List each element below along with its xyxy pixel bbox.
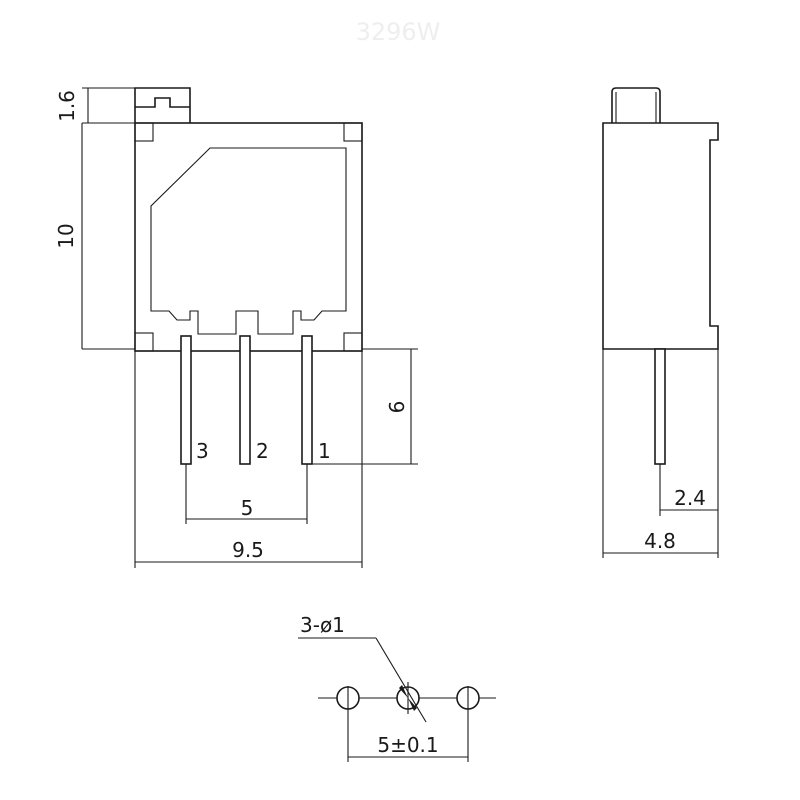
dim-cap-height: 1.6 [55,90,79,122]
leader-arrow-out [408,698,417,711]
hole-callout: 3-ø1 [300,613,345,637]
dim-pin-length: 6 [385,401,409,414]
dim-body-height: 10 [54,223,78,248]
leader-arrow-in [399,685,408,698]
dim-pin-pitch: 5 [241,496,254,520]
dim-body-depth: 4.8 [644,529,676,553]
dim-body-width: 9.5 [232,538,264,562]
pin-label-1: 1 [318,439,331,463]
side-screw-head [611,87,661,123]
front-view: 3 2 1 1.6 10 6 5 9.5 [54,87,418,568]
corner-mark-bl [134,332,154,352]
callout-leader [375,637,427,723]
dim-pin-offset: 2.4 [674,486,706,510]
drawing-title: 3296W [356,18,441,46]
inner-cavity [150,147,347,335]
corner-mark-br [343,332,363,352]
side-body-outline [602,122,719,350]
footprint-view: 3-ø1 5±0.1 [298,613,496,762]
pin-1 [301,335,313,465]
corner-mark-tr [343,122,363,142]
pin-label-3: 3 [196,439,209,463]
pin-label-2: 2 [256,439,269,463]
side-view: 2.4 4.8 [602,87,719,558]
adjust-screw-cap [134,87,191,123]
dim-hole-pitch: 5±0.1 [377,733,438,757]
body-outline [134,122,363,352]
side-pin [654,348,666,465]
corner-mark-tl [134,122,154,142]
pin-2 [239,335,251,465]
pin-3 [180,335,192,465]
